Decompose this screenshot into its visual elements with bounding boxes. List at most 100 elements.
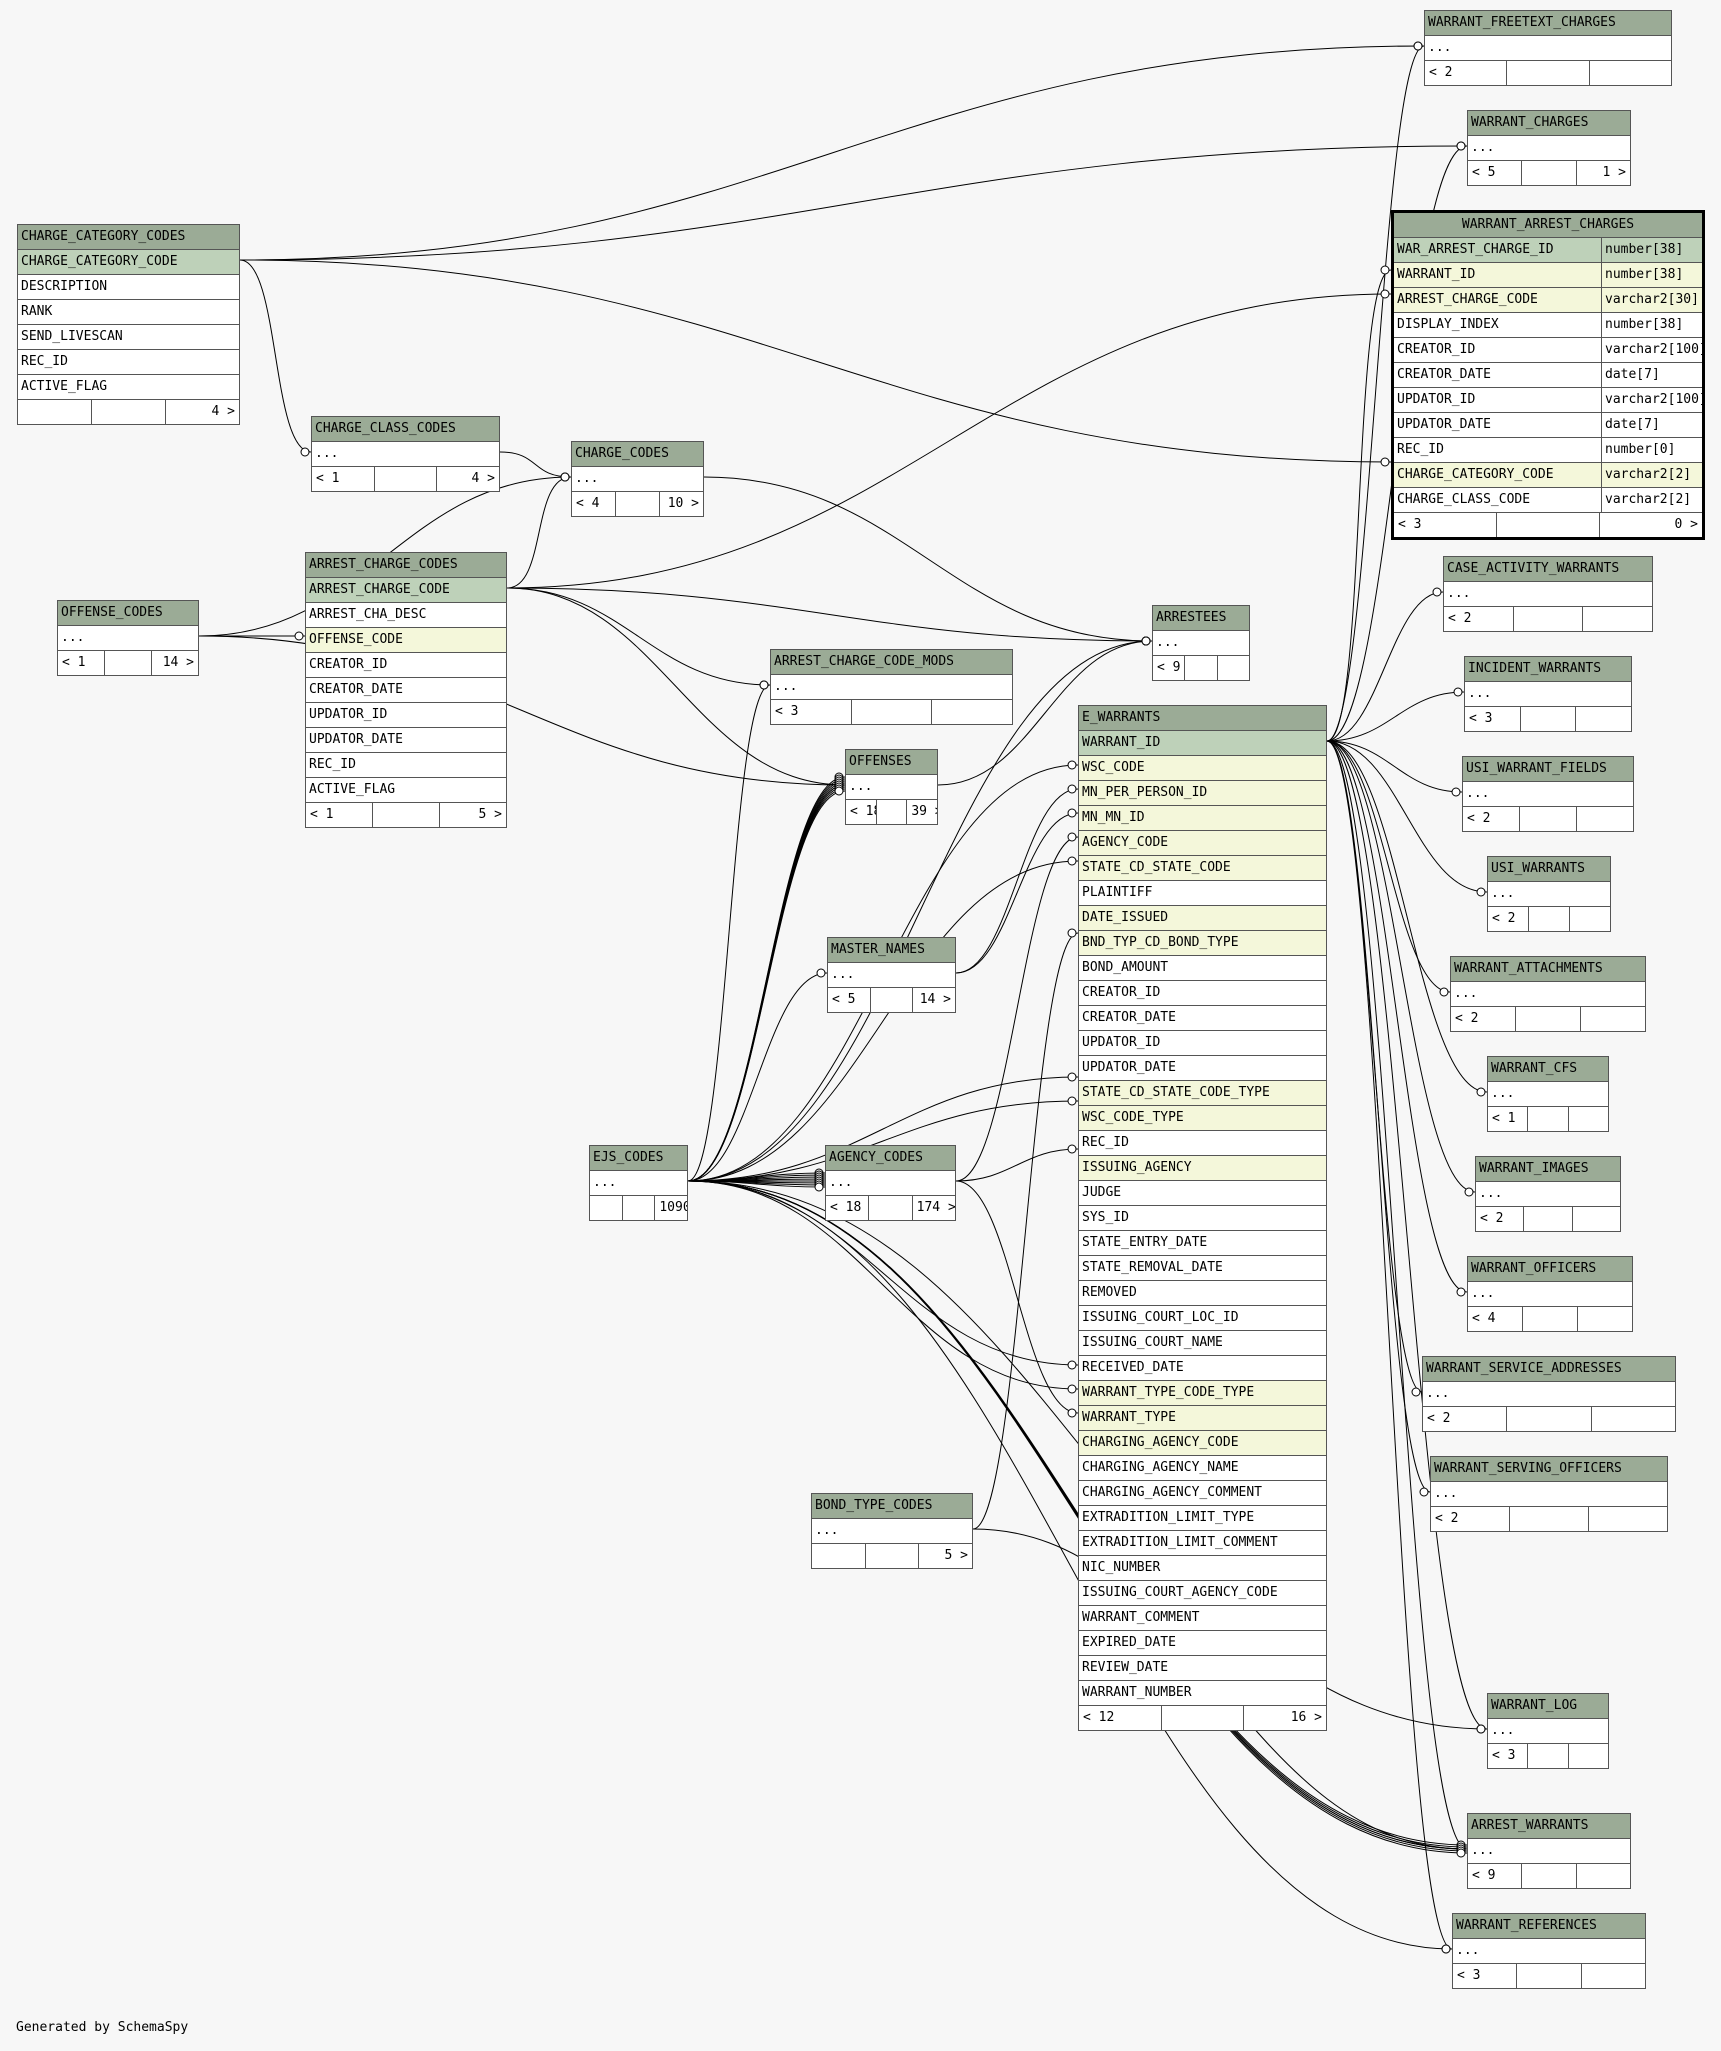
parents-count[interactable] — [1589, 1507, 1667, 1531]
parents-count[interactable]: 14 > — [919, 992, 952, 1007]
parents-count[interactable]: 174 > — [916, 1200, 955, 1215]
collapsed-columns[interactable]: ... — [1476, 1182, 1620, 1207]
children-count[interactable] — [590, 1196, 623, 1220]
table-case-activity-warrants[interactable]: CASE_ACTIVITY_WARRANTS...< 2 — [1443, 556, 1653, 632]
table-header[interactable]: ARREST_CHARGE_CODES — [306, 553, 506, 578]
collapsed-columns[interactable]: ... — [1453, 1939, 1645, 1964]
column-row[interactable]: MN_PER_PERSON_ID — [1079, 781, 1326, 806]
column-row[interactable]: SYS_ID — [1079, 1206, 1326, 1231]
table-header[interactable]: CASE_ACTIVITY_WARRANTS — [1444, 557, 1652, 582]
collapsed-columns[interactable]: ... — [1463, 782, 1633, 807]
parents-count[interactable]: 0 > — [1674, 517, 1698, 532]
table-offenses[interactable]: OFFENSES...< 1839 > — [845, 749, 938, 825]
table-header[interactable]: WARRANT_LOG — [1488, 1694, 1608, 1719]
table-warrant-log[interactable]: WARRANT_LOG...< 3 — [1487, 1693, 1609, 1769]
table-header[interactable]: WARRANT_OFFICERS — [1468, 1257, 1632, 1282]
column-row[interactable]: UPDATOR_ID — [1079, 1031, 1326, 1056]
table-header[interactable]: WARRANT_CHARGES — [1468, 111, 1630, 136]
column-row[interactable]: UPDATOR_ID — [306, 703, 506, 728]
column-row[interactable]: AGENCY_CODE — [1079, 831, 1326, 856]
collapsed-columns[interactable]: ... — [1468, 136, 1630, 161]
table-warrant-attachments[interactable]: WARRANT_ATTACHMENTS...< 2 — [1450, 956, 1646, 1032]
children-count[interactable]: < 2 — [1488, 907, 1529, 931]
children-count[interactable]: < 1 — [58, 651, 105, 675]
table-header[interactable]: ARREST_CHARGE_CODE_MODS — [771, 650, 1012, 675]
column-row[interactable]: MN_MN_ID — [1079, 806, 1326, 831]
children-count[interactable]: < 12 — [1079, 1706, 1162, 1730]
children-count[interactable]: < 2 — [1444, 607, 1514, 631]
table-warrant-freetext-charges[interactable]: WARRANT_FREETEXT_CHARGES...< 2 — [1424, 10, 1672, 86]
collapsed-columns[interactable]: ... — [1444, 582, 1652, 607]
column-row[interactable]: CHARGING_AGENCY_COMMENT — [1079, 1481, 1326, 1506]
children-count[interactable]: < 4 — [1468, 1307, 1523, 1331]
parents-count[interactable] — [1590, 61, 1671, 85]
collapsed-columns[interactable]: ... — [828, 963, 955, 988]
column-row[interactable]: ISSUING_COURT_LOC_ID — [1079, 1306, 1326, 1331]
column-row[interactable]: WSC_CODE_TYPE — [1079, 1106, 1326, 1131]
table-usi-warrants[interactable]: USI_WARRANTS...< 2 — [1487, 856, 1611, 932]
parents-count[interactable]: 1 > — [1602, 165, 1626, 180]
children-count[interactable]: < 3 — [1465, 707, 1521, 731]
children-count[interactable]: < 2 — [1476, 1207, 1525, 1231]
column-row[interactable]: REC_ID — [1079, 1131, 1326, 1156]
table-header[interactable]: BOND_TYPE_CODES — [812, 1494, 972, 1519]
table-warrant-officers[interactable]: WARRANT_OFFICERS...< 4 — [1467, 1256, 1633, 1332]
column-row[interactable]: ISSUING_AGENCY — [1079, 1156, 1326, 1181]
column-row[interactable]: ARREST_CHARGE_CODE — [306, 578, 506, 603]
parents-count[interactable] — [1582, 1964, 1645, 1988]
parents-count[interactable]: 5 > — [478, 807, 502, 822]
children-count[interactable]: < 1 — [312, 467, 375, 491]
children-count[interactable]: < 5 — [828, 988, 871, 1012]
collapsed-columns[interactable]: ... — [1468, 1282, 1632, 1307]
parents-count[interactable]: 10 > — [667, 496, 699, 511]
table-warrant-serving-officers[interactable]: WARRANT_SERVING_OFFICERS...< 2 — [1430, 1456, 1668, 1532]
table-arrest-charge-code-mods[interactable]: ARREST_CHARGE_CODE_MODS...< 3 — [770, 649, 1013, 725]
table-header[interactable]: INCIDENT_WARRANTS — [1465, 657, 1631, 682]
column-row[interactable]: DESCRIPTION — [18, 275, 239, 300]
column-row[interactable]: STATE_CD_STATE_CODE_TYPE — [1079, 1081, 1326, 1106]
parents-count[interactable] — [1576, 707, 1631, 731]
table-arrest-warrants[interactable]: ARREST_WARRANTS...< 9 — [1467, 1813, 1631, 1889]
table-warrant-service-addresses[interactable]: WARRANT_SERVICE_ADDRESSES...< 2 — [1422, 1356, 1676, 1432]
column-row[interactable]: PLAINTIFF — [1079, 881, 1326, 906]
table-header[interactable]: USI_WARRANT_FIELDS — [1463, 757, 1633, 782]
column-row[interactable]: CHARGING_AGENCY_CODE — [1079, 1431, 1326, 1456]
column-row[interactable]: WARRANT_ID — [1079, 731, 1326, 756]
collapsed-columns[interactable]: ... — [572, 467, 703, 492]
parents-count[interactable] — [1218, 656, 1249, 680]
collapsed-columns[interactable]: ... — [58, 626, 198, 651]
column-row[interactable]: UPDATOR_DATE — [1079, 1056, 1326, 1081]
table-header[interactable]: WARRANT_REFERENCES — [1453, 1914, 1645, 1939]
parents-count[interactable]: 39 > — [911, 804, 937, 819]
column-row[interactable]: ACTIVE_FLAG — [306, 778, 506, 803]
table-header[interactable]: EJS_CODES — [590, 1146, 687, 1171]
table-header[interactable]: CHARGE_CODES — [572, 442, 703, 467]
children-count[interactable]: < 9 — [1468, 1864, 1523, 1888]
table-header[interactable]: AGENCY_CODES — [826, 1146, 955, 1171]
parents-count[interactable] — [1592, 1407, 1675, 1431]
table-header[interactable]: WARRANT_SERVING_OFFICERS — [1431, 1457, 1667, 1482]
table-header[interactable]: WARRANT_FREETEXT_CHARGES — [1425, 11, 1671, 36]
table-header[interactable]: CHARGE_CLASS_CODES — [312, 417, 499, 442]
column-row[interactable]: EXTRADITION_LIMIT_COMMENT — [1079, 1531, 1326, 1556]
column-row[interactable]: EXPIRED_DATE — [1079, 1631, 1326, 1656]
column-row[interactable]: UPDATOR_DATE — [306, 728, 506, 753]
parents-count[interactable] — [1577, 807, 1633, 831]
collapsed-columns[interactable]: ... — [1468, 1839, 1630, 1864]
column-row[interactable]: EXTRADITION_LIMIT_TYPE — [1079, 1506, 1326, 1531]
parents-count[interactable] — [1570, 907, 1610, 931]
collapsed-columns[interactable]: ... — [1431, 1482, 1667, 1507]
collapsed-columns[interactable]: ... — [1488, 882, 1610, 907]
children-count[interactable]: < 3 — [1488, 1744, 1529, 1768]
table-header[interactable]: ARRESTEES — [1153, 606, 1249, 631]
column-row[interactable]: JUDGE — [1079, 1181, 1326, 1206]
table-usi-warrant-fields[interactable]: USI_WARRANT_FIELDS...< 2 — [1462, 756, 1634, 832]
table-header[interactable]: WARRANT_ATTACHMENTS — [1451, 957, 1645, 982]
